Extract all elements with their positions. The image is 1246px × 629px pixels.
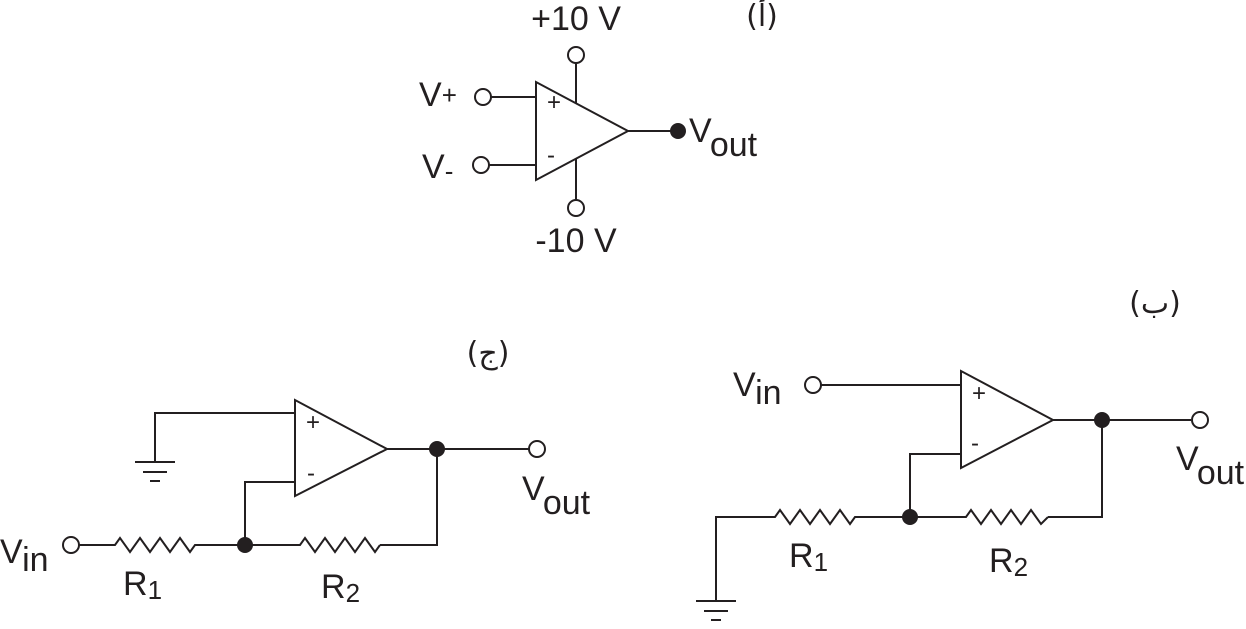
ground-c-wire <box>154 412 295 461</box>
opamp-c-plus: + <box>306 409 320 436</box>
inv-input-c-wire <box>244 481 295 545</box>
vout-c-sub: out <box>543 484 591 522</box>
opamp-b <box>960 369 1056 470</box>
vout-c-label: Vout <box>522 470 591 522</box>
r2-c-main: R <box>321 568 346 606</box>
vout-a-label: Vout <box>689 112 758 164</box>
r1-b-label: R1 <box>789 537 828 577</box>
r2-b-main: R <box>989 542 1014 580</box>
vin-c-terminal <box>62 536 80 554</box>
r1-c-sub: 1 <box>148 575 162 605</box>
r1-c-label: R1 <box>123 565 162 605</box>
vout-b-label: Vout <box>1176 440 1245 492</box>
supply-neg-label: -10 V <box>535 222 617 260</box>
caption-a: (أ) <box>746 0 778 34</box>
r1-c-resistor <box>79 536 245 554</box>
opamp-b-minus: - <box>971 430 979 457</box>
v-minus-terminal <box>472 156 490 174</box>
vout-c-main: V <box>522 470 545 508</box>
supply-neg-terminal <box>567 199 585 217</box>
opamp-c-minus: - <box>307 460 315 487</box>
vin-b-main: V <box>733 366 756 404</box>
vin-b-label: Vin <box>733 366 782 412</box>
opamp-c <box>294 398 390 498</box>
vin-c-sub: in <box>22 541 48 579</box>
r1-c-main: R <box>123 565 148 603</box>
panel-a: (أ) +10 V -10 V V+ V- + - Vout <box>419 0 778 260</box>
v-plus-main: V <box>419 76 442 114</box>
supply-pos-label: +10 V <box>531 0 621 38</box>
vin-b-terminal <box>804 376 822 394</box>
caption-b: (ب) <box>1129 286 1181 321</box>
opamp-a-plus: + <box>547 89 561 116</box>
panel-b: (ب) Vin + - Vout R1 R2 <box>696 286 1245 621</box>
r2-c-label: R2 <box>321 568 360 608</box>
vout-b-sub: out <box>1197 454 1245 492</box>
v-minus-sub: - <box>445 156 454 186</box>
vin-b-sub: in <box>755 374 781 412</box>
opamp-a-minus: - <box>547 142 555 169</box>
r1-b-main: R <box>789 537 814 575</box>
inv-input-b-wire <box>909 453 961 517</box>
vout-a-sub: out <box>710 126 758 164</box>
vout-a-node <box>670 123 686 139</box>
feedback-c-wire <box>380 449 438 546</box>
v-minus-main: V <box>422 148 445 186</box>
panel-c: (ج) + - Vout Vin R1 R2 <box>0 336 591 608</box>
vin-c-label: Vin <box>0 533 49 579</box>
r1-b-resistor <box>715 508 910 600</box>
vout-a-main: V <box>689 112 712 150</box>
vout-b-main: V <box>1176 440 1199 478</box>
v-plus-label: V+ <box>419 76 457 114</box>
opamp-b-plus: + <box>972 380 986 407</box>
supply-pos-terminal <box>567 46 585 64</box>
r1-b-sub: 1 <box>814 547 828 577</box>
r2-c-resistor <box>245 536 381 554</box>
vout-b-terminal <box>1191 411 1209 429</box>
caption-c: (ج) <box>467 336 510 371</box>
v-minus-label: V- <box>422 148 453 186</box>
feedback-b-wire <box>1048 420 1103 518</box>
opamp-a <box>535 80 631 182</box>
v-plus-sub: + <box>442 80 457 110</box>
r2-b-resistor <box>910 508 1049 526</box>
vin-c-main: V <box>0 533 23 571</box>
v-plus-terminal <box>474 88 492 106</box>
r2-c-sub: 2 <box>346 578 360 608</box>
vout-c-terminal <box>528 440 546 458</box>
r2-b-sub: 2 <box>1014 552 1028 582</box>
r2-b-label: R2 <box>989 542 1028 582</box>
